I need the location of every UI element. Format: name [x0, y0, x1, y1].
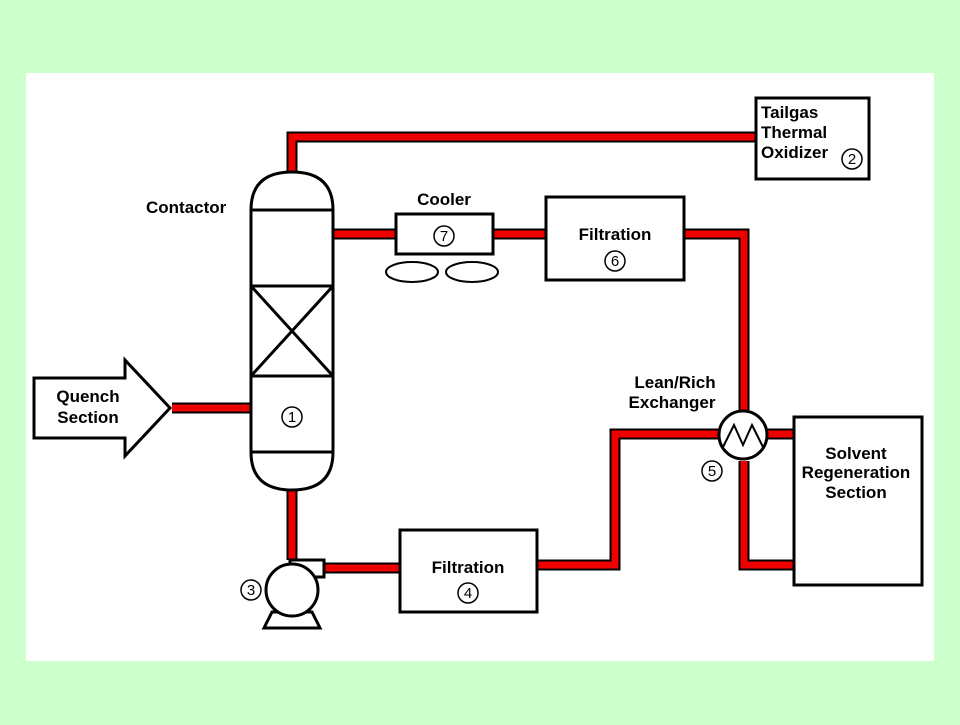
number-badge-2	[841, 148, 863, 170]
number-badge-4	[457, 582, 479, 604]
contactor-number: 1	[288, 409, 296, 426]
pump-number: 3	[247, 582, 255, 599]
regeneration-line2: Regeneration	[802, 463, 911, 482]
quench-section-arrow	[32, 356, 173, 460]
contactor-label: Contactor	[146, 198, 227, 217]
cooler-fan-left-icon	[385, 261, 439, 283]
filtration-upper-label: Filtration	[579, 225, 652, 244]
pump-icon	[261, 558, 326, 630]
filtration-lower-number: 4	[464, 585, 472, 602]
pipe-contactor-to-oxidizer	[288, 133, 756, 176]
exchanger-number: 5	[708, 463, 716, 480]
regeneration-box	[792, 415, 924, 587]
thermal-oxidizer-line2: Thermal	[761, 123, 827, 142]
quench-line1: Quench	[56, 387, 119, 406]
pipe-filtration-to-exchanger-lower	[537, 430, 720, 569]
exchanger-line1: Lean/Rich	[634, 373, 715, 392]
pipe-filtration-to-exchanger	[684, 230, 748, 410]
number-badge-7	[433, 225, 455, 247]
number-badge-3	[240, 579, 262, 601]
exchanger-zigzag-icon	[722, 422, 764, 448]
pipes	[172, 133, 794, 572]
cooler-fan-right-icon	[445, 261, 499, 283]
regeneration-line1: Solvent	[825, 444, 887, 463]
thermal-oxidizer-line3: Oxidizer	[761, 143, 828, 162]
filtration-lower-label: Filtration	[432, 558, 505, 577]
thermal-oxidizer-number: 2	[848, 151, 856, 168]
number-badge-6	[604, 250, 626, 272]
heat-exchanger-icon	[717, 409, 769, 461]
contactor-column	[249, 170, 335, 492]
cooler-number: 7	[440, 228, 448, 245]
number-badge-1	[281, 406, 303, 428]
filtration-upper-number: 6	[611, 253, 619, 270]
number-badge-5	[701, 460, 723, 482]
cooler-label: Cooler	[417, 190, 471, 209]
pipe-exchanger-to-regeneration	[740, 461, 794, 569]
quench-line2: Section	[57, 408, 118, 427]
exchanger-line2: Exchanger	[629, 393, 716, 412]
thermal-oxidizer-line1: Tailgas	[761, 103, 818, 122]
regeneration-line3: Section	[825, 483, 886, 502]
